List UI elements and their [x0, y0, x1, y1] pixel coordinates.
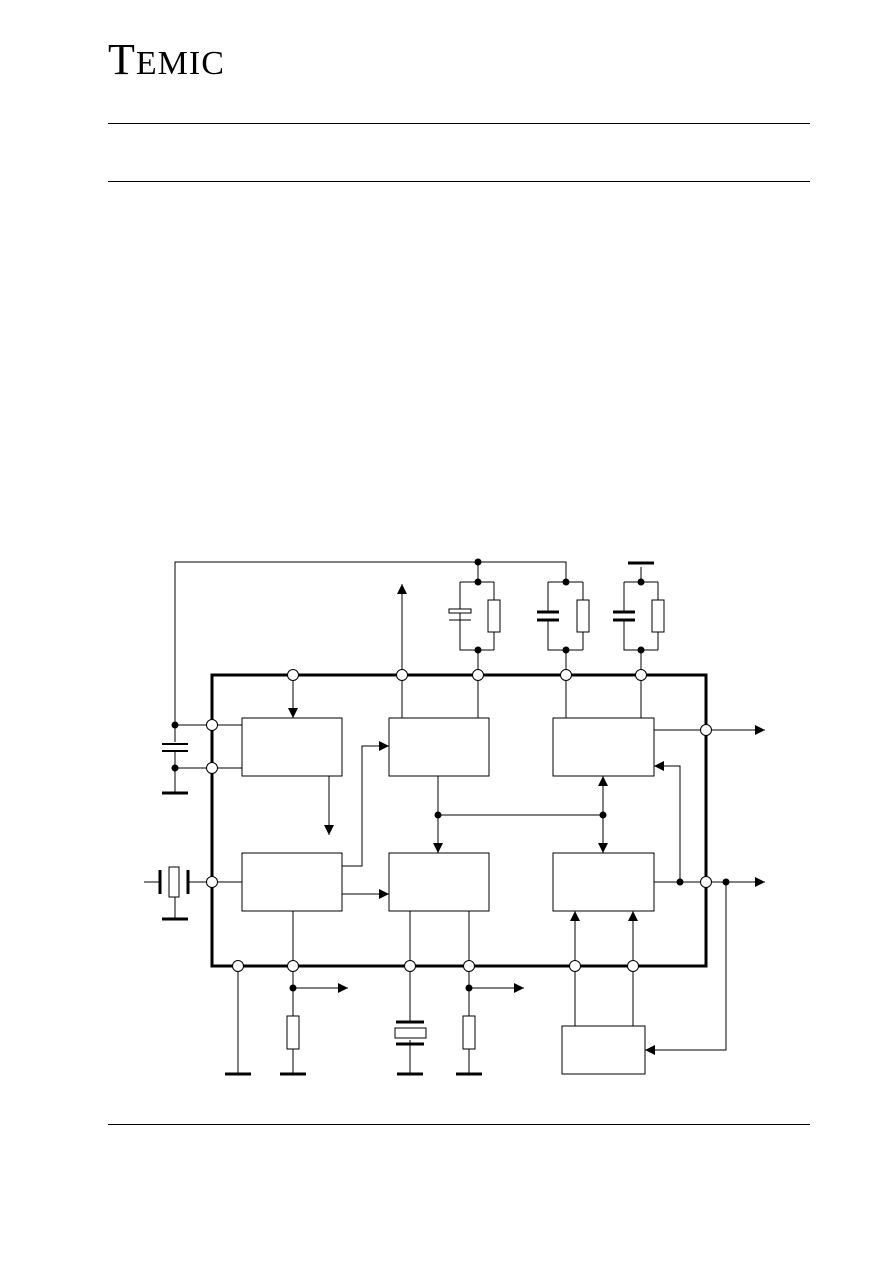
pin-top-5 — [635, 669, 647, 681]
pin-top-4 — [560, 669, 572, 681]
resistor-top-2 — [576, 599, 590, 633]
crystal-plates — [158, 870, 190, 894]
junction — [599, 811, 607, 819]
junction — [434, 811, 442, 819]
crystal-body — [168, 866, 180, 898]
pin-right-1 — [700, 724, 712, 736]
pin-bottom-2 — [287, 960, 299, 972]
block-top-left — [241, 717, 343, 777]
pin-bottom-3 — [404, 960, 416, 972]
junction — [171, 764, 179, 772]
block-top-right — [552, 717, 655, 777]
pin-top-1 — [287, 669, 299, 681]
wire-top-bus — [174, 561, 567, 725]
capacitor-top-1-plate — [448, 608, 472, 614]
crystal-bottom-plates — [396, 1020, 424, 1046]
pin-bottom-1 — [232, 960, 244, 972]
junction — [637, 646, 645, 654]
logo-initial: T — [108, 35, 136, 84]
pin-left-1 — [206, 719, 218, 731]
junction — [722, 878, 730, 886]
block-bottom-middle — [388, 852, 490, 912]
resistor-bottom-1 — [286, 1015, 300, 1050]
pin-bottom-6 — [627, 960, 639, 972]
logo-text: EMIC — [135, 45, 225, 82]
junction — [474, 558, 482, 566]
junction — [289, 984, 297, 992]
header-rule-bottom — [108, 181, 810, 182]
wire-feedback — [654, 761, 681, 882]
block-external — [561, 1025, 646, 1075]
pin-bottom-5 — [569, 960, 581, 972]
junction — [562, 646, 570, 654]
crystal-bottom-body — [394, 1027, 427, 1039]
temic-logo: TEMIC — [108, 35, 225, 84]
pin-bottom-4 — [463, 960, 475, 972]
junction — [562, 578, 570, 586]
pin-left-2 — [206, 762, 218, 774]
pin-right-2 — [700, 876, 712, 888]
junction — [465, 984, 473, 992]
wire-ext-feedback — [645, 882, 727, 1055]
pin-top-2 — [396, 669, 408, 681]
pin-left-3 — [206, 876, 218, 888]
resistor-bottom-2 — [462, 1015, 476, 1050]
capacitor-left — [162, 743, 188, 752]
resistor-top-3 — [651, 599, 665, 633]
block-bottom-left — [241, 852, 343, 912]
footer-rule — [108, 1124, 810, 1125]
junction — [637, 578, 645, 586]
block-top-middle — [388, 717, 490, 777]
header-rule-top — [108, 123, 810, 124]
block-bottom-right — [552, 852, 655, 912]
resistor-top-1 — [487, 599, 501, 633]
pin-top-3 — [472, 669, 484, 681]
wire-bl-to-tm — [342, 741, 389, 867]
junction — [676, 878, 684, 886]
wire-left-cap — [174, 724, 242, 793]
junction — [474, 646, 482, 654]
junction — [171, 721, 179, 729]
junction — [474, 578, 482, 586]
ic-package-outline — [210, 673, 708, 968]
